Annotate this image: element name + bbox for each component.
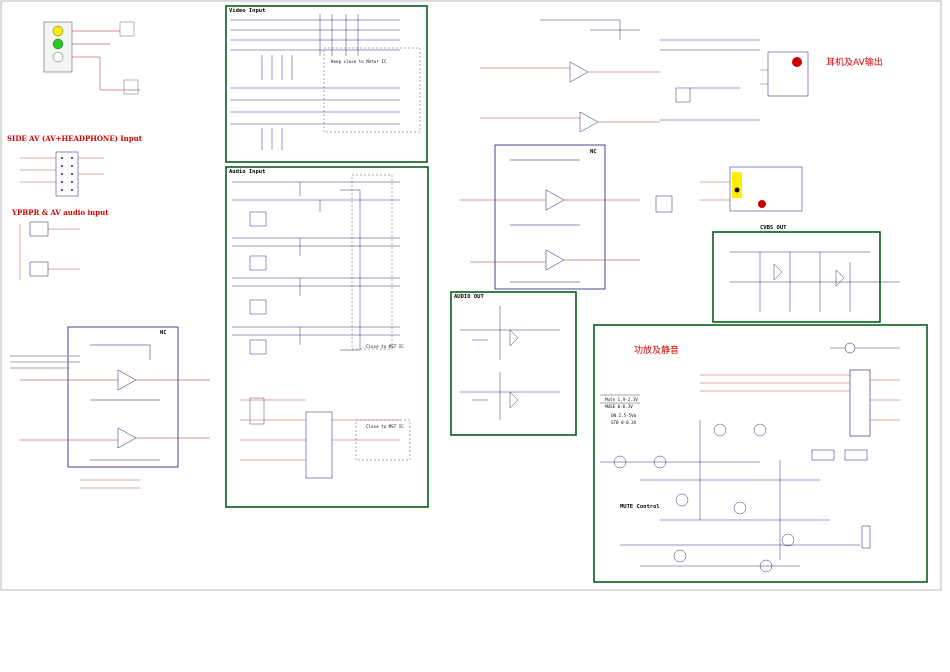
mute-control-label: MUTE Control (620, 504, 660, 510)
audio-close-box (351, 174, 393, 350)
speaker-connectors (811, 449, 871, 549)
audio-out-wiring (460, 306, 560, 420)
ypbpr-title: YPBPR & AV audio input (12, 208, 109, 217)
headphone-av-out-title: 耳机及AV输出 (826, 58, 883, 68)
audio-mux (240, 397, 400, 479)
close-to-mst-note-1: Close to MST IC (366, 344, 404, 349)
nc-center-label: NC (590, 149, 597, 155)
center-opamps (460, 159, 673, 283)
keep-close-box (323, 47, 421, 133)
headphone-amp-circuit (480, 19, 760, 133)
sheet-border (0, 0, 942, 591)
video-input-wiring (230, 14, 400, 150)
red-jack-icon (792, 57, 802, 67)
mute-spec-1: Mute 1.9-2.3V (605, 397, 638, 402)
yellow-jack-icon (52, 25, 64, 37)
amp-ic (700, 342, 900, 437)
cvbs-wiring (730, 251, 900, 312)
mute-spec-lines (600, 394, 640, 404)
side-av-title: SIDE AV (AV+HEADPHONE) Input (7, 134, 142, 143)
cvbs-out-label: CVBS OUT (760, 225, 787, 231)
ypbpr-jacks (19, 221, 80, 280)
mute-spec-3: ON 2.5-5Vm (611, 413, 637, 418)
side-av-connector (20, 151, 104, 197)
red-out-jack-icon (758, 200, 766, 208)
side-av-jack (43, 21, 140, 95)
av-out-jack (700, 166, 803, 212)
mute-spec-4: STB 0-0.3V (611, 420, 637, 425)
mute-transistors (600, 420, 860, 573)
cvbs-out-block (712, 231, 881, 323)
close-to-mst-note-2: Close to MST IC (366, 424, 404, 429)
nc-left-label: NC (160, 330, 167, 336)
audio-out-label: AUDIO OUT (454, 294, 484, 300)
nc-center-panel (494, 144, 606, 290)
audio-input-label: Audio Input (229, 169, 266, 175)
amp-mute-title: 功放及静音 (634, 346, 680, 356)
headphone-jack (760, 51, 809, 97)
white-jack-icon (52, 51, 64, 63)
video-input-label: Video Input (229, 8, 266, 14)
left-text-lines (10, 355, 80, 369)
audio-input-wiring (232, 181, 400, 355)
mst-close-box (355, 419, 411, 461)
amp-mute-block (593, 324, 928, 583)
keep-close-note: Keep close to Matar IC (331, 59, 387, 64)
audio-input-block (225, 166, 429, 508)
mute-spec-2: MUSE 0-0.3V (605, 404, 633, 409)
video-input-block (225, 5, 428, 163)
left-opamps (20, 344, 210, 461)
green-jack-icon (52, 38, 64, 50)
nc-left-panel (67, 326, 179, 468)
audio-out-block (450, 291, 577, 436)
